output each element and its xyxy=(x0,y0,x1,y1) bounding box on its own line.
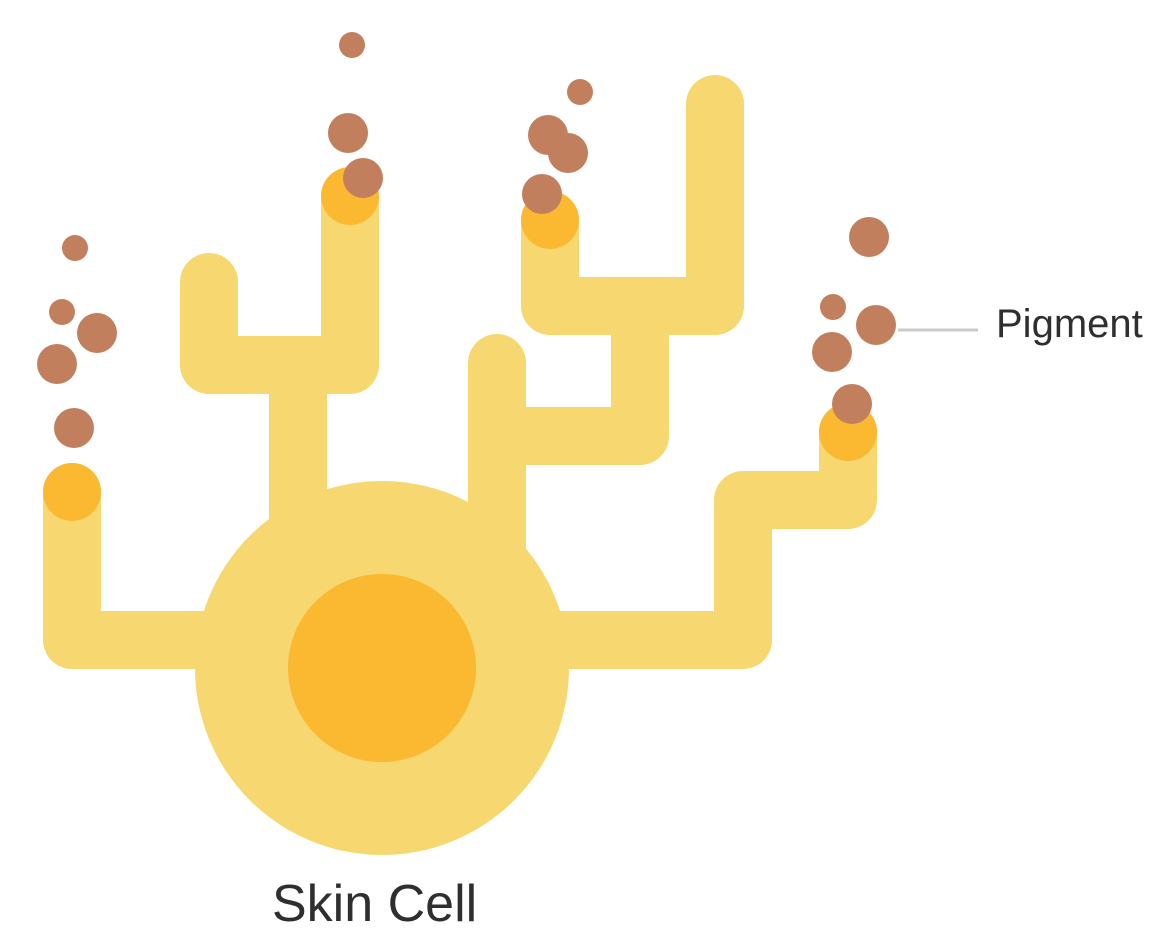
pigment-granule xyxy=(328,113,368,153)
skin-cell-label: Skin Cell xyxy=(272,874,477,934)
pigment-granule xyxy=(548,133,588,173)
pigment-granule xyxy=(49,299,75,325)
dendrite-upper-left-branch xyxy=(209,200,350,365)
pigment-granule xyxy=(522,174,562,214)
dendrite-tips xyxy=(43,167,877,521)
pigment-granule xyxy=(343,158,383,198)
pigment-granules xyxy=(37,32,896,448)
pigment-granule xyxy=(812,332,852,372)
pigment-granule xyxy=(77,313,117,353)
dendrite-tip xyxy=(43,463,101,521)
pigment-granule xyxy=(820,294,846,320)
pigment-granule xyxy=(54,408,94,448)
pigment-label: Pigment xyxy=(996,302,1143,347)
pigment-granule xyxy=(567,79,593,105)
pigment-granule xyxy=(849,217,889,257)
pigment-granule xyxy=(62,235,88,261)
pigment-granule xyxy=(37,344,77,384)
nucleus xyxy=(288,574,476,762)
dendrite-left xyxy=(72,492,215,640)
pigment-granule xyxy=(339,32,365,58)
pigment-granule xyxy=(832,384,872,424)
pigment-granule xyxy=(856,305,896,345)
